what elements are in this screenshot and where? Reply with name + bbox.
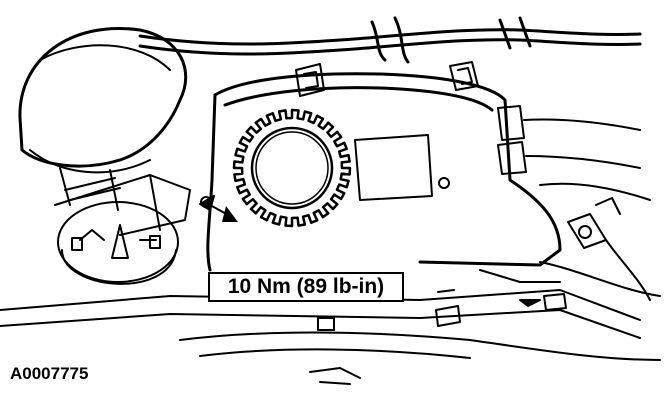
heat-shield [479,261,661,297]
figure-number: A0007775 [10,364,89,383]
fuel-pump-lock-ring [232,108,352,228]
torque-arrow-left [199,195,238,222]
torque-spec-callout: 10 Nm (89 lb-in) [208,272,404,302]
pump-flange [255,131,329,205]
right-connectors [497,105,651,201]
access-panel [354,134,450,201]
crossmember-bolts [317,289,567,331]
wiring-harness [138,16,642,64]
tank-body [206,72,562,272]
canister-strap [54,174,191,236]
fuel-filter [57,201,179,285]
crossmember [0,289,661,385]
filler-neck-fitting [567,197,651,301]
tank-clip-left [295,63,325,97]
tank-clip-right [449,61,479,91]
lock-ring-teeth [232,108,352,228]
lock-ring-inner [250,126,334,210]
canister-cylinder [18,27,188,211]
